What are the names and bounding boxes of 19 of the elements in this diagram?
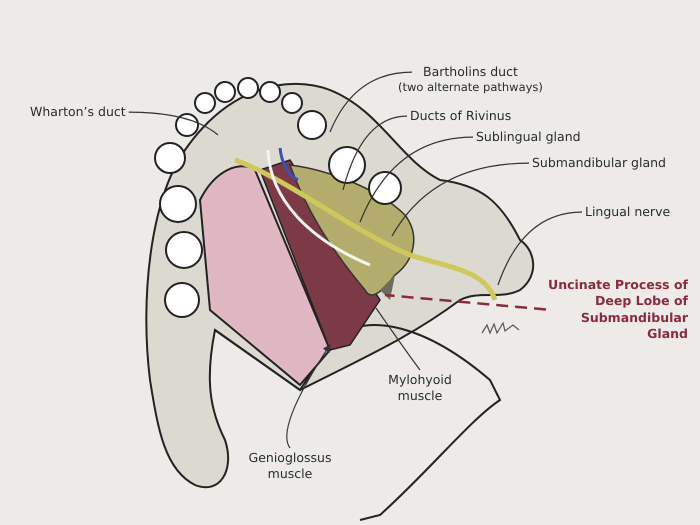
leader-line bbox=[128, 112, 218, 136]
leader-line bbox=[497, 212, 582, 286]
part-label: Submandibular gland bbox=[532, 155, 666, 172]
part-label: Sublingual gland bbox=[476, 129, 581, 146]
leader-line bbox=[359, 136, 474, 222]
part-label: Lingual nerve bbox=[585, 204, 670, 220]
leader-line bbox=[329, 72, 412, 132]
leader-line bbox=[392, 162, 530, 236]
part-label: Wharton’s duct bbox=[30, 104, 126, 120]
part-label: Mylohyoid muscle bbox=[388, 372, 452, 404]
part-label: Ducts of Rivinus bbox=[410, 108, 512, 124]
leader-line bbox=[286, 344, 331, 448]
part-label: Genioglossus muscle bbox=[240, 450, 340, 482]
label-note: (two alternate pathways) bbox=[398, 80, 543, 96]
leader-line bbox=[376, 308, 420, 370]
part-label: Uncinate Process of Deep Lobe of Submandibular Gland bbox=[538, 277, 688, 342]
dashed-leader-line bbox=[384, 294, 546, 311]
part-label: Bartholins duct bbox=[422, 64, 519, 80]
leader-line bbox=[342, 116, 408, 190]
